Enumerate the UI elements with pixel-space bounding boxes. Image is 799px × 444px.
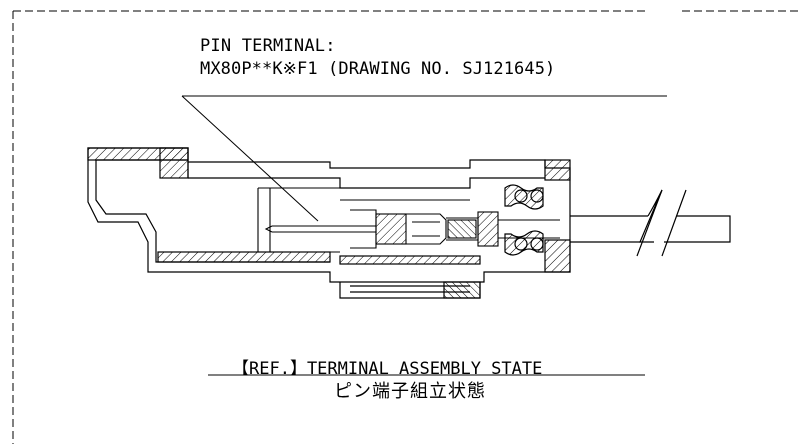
- pin-terminal: [257, 187, 560, 257]
- housing-body: [87, 147, 571, 299]
- callout-label-title: PIN TERMINAL:: [200, 36, 336, 56]
- wire: [570, 189, 731, 257]
- callout-label-part-number: MX80P**K※F1 (DRAWING NO. SJ121645): [200, 59, 556, 79]
- dashed-frame: [12, 10, 799, 444]
- wire-seal: [504, 184, 544, 256]
- callout-leader: [181, 95, 667, 222]
- caption-japanese: ピン端子組立状態: [334, 381, 486, 402]
- caption-english: 【REF.】TERMINAL ASSEMBLY STATE: [232, 359, 543, 379]
